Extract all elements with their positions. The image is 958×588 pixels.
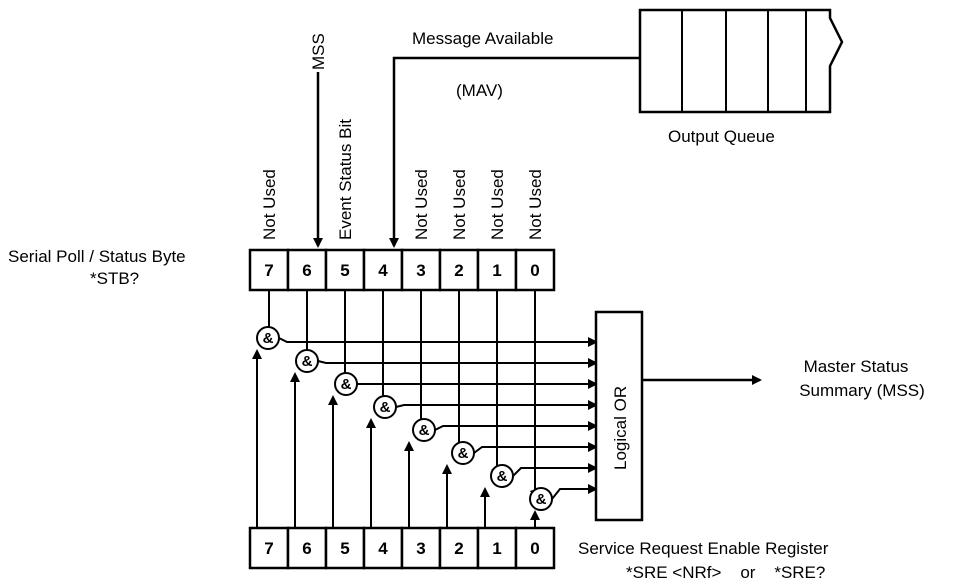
sre-label: Service Request Enable Register bbox=[578, 539, 829, 558]
and-symbol-2: & bbox=[458, 445, 469, 462]
status-wire-1 bbox=[491, 290, 502, 476]
status-wire-3 bbox=[415, 290, 425, 429]
status-bit-3: 3 bbox=[416, 261, 425, 280]
output-queue-label: Output Queue bbox=[668, 127, 775, 146]
status-bit-cell-0 bbox=[514, 248, 556, 292]
status-wire-5 bbox=[341, 290, 351, 383]
or-input-6 bbox=[317, 358, 598, 368]
and-symbol-4: & bbox=[380, 399, 391, 416]
enable-bit-cell-6 bbox=[286, 526, 328, 570]
and-gate-7 bbox=[256, 326, 280, 350]
or-input-3 bbox=[434, 421, 598, 431]
enable-bit-1: 1 bbox=[492, 539, 501, 558]
and-gate-1 bbox=[490, 464, 514, 488]
and-gate-2 bbox=[451, 441, 475, 465]
serial-poll-label: Serial Poll / Status Byte bbox=[8, 247, 186, 266]
status-bit-5: 5 bbox=[340, 261, 349, 280]
and-symbol-7: & bbox=[263, 330, 274, 347]
mss-top-label: MSS bbox=[309, 33, 328, 70]
column-label-2: Not Used bbox=[450, 169, 469, 240]
enable-bit-cell-7 bbox=[248, 526, 290, 570]
status-byte-register: 7 6 5 4 3 2 1 0 bbox=[248, 248, 556, 292]
enable-bit-7: 7 bbox=[264, 539, 273, 558]
or-input-4 bbox=[395, 400, 598, 410]
enable-bit-cell-4 bbox=[362, 526, 404, 570]
and-gate-3 bbox=[412, 418, 436, 442]
logical-or-label: Logical OR bbox=[611, 386, 630, 470]
status-bit-cell-2 bbox=[438, 248, 480, 292]
message-available-label: Message Available bbox=[412, 29, 553, 48]
column-label-7: Not Used bbox=[260, 169, 279, 240]
service-request-enable-register: 7 6 5 4 3 2 1 0 bbox=[248, 526, 556, 570]
status-wire-0 bbox=[529, 290, 541, 499]
or-input-7 bbox=[278, 337, 598, 347]
status-wire-6 bbox=[304, 290, 314, 361]
or-input-2 bbox=[473, 442, 598, 454]
enable-bit-3: 3 bbox=[416, 539, 425, 558]
sre-command-label: *SRE <NRf> or *SRE? bbox=[626, 563, 825, 582]
or-input-0 bbox=[551, 484, 598, 500]
status-bit-0: 0 bbox=[530, 261, 539, 280]
status-bit-7: 7 bbox=[264, 261, 273, 280]
enable-bit-2: 2 bbox=[454, 539, 463, 558]
enable-bit-cell-0 bbox=[514, 526, 556, 570]
column-label-0: Not Used bbox=[526, 169, 545, 240]
column-label-3: Not Used bbox=[412, 169, 431, 240]
and-gate-4 bbox=[373, 395, 397, 419]
and-gate-5 bbox=[334, 372, 358, 396]
and-symbol-0: & bbox=[536, 491, 547, 508]
enable-bit-0: 0 bbox=[530, 539, 539, 558]
status-bit-1: 1 bbox=[492, 261, 501, 280]
and-gate-0 bbox=[529, 487, 553, 511]
status-bit-2: 2 bbox=[454, 261, 463, 280]
enable-bit-5: 5 bbox=[340, 539, 349, 558]
output-queue bbox=[638, 8, 844, 114]
and-symbol-1: & bbox=[497, 468, 508, 485]
column-label-1: Not Used bbox=[488, 169, 507, 240]
status-bit-4: 4 bbox=[378, 261, 388, 280]
enable-bit-cell-5 bbox=[324, 526, 366, 570]
status-wire-7 bbox=[264, 290, 275, 338]
and-symbol-5: & bbox=[341, 376, 352, 393]
mav-label: (MAV) bbox=[456, 81, 503, 100]
enable-bit-cell-3 bbox=[400, 526, 442, 570]
and-gate-6 bbox=[295, 349, 319, 373]
enable-bit-6: 6 bbox=[302, 539, 311, 558]
enable-bit-4: 4 bbox=[378, 539, 388, 558]
mav-line bbox=[389, 56, 640, 248]
and-symbol-6: & bbox=[302, 353, 313, 370]
stb-query-label: *STB? bbox=[90, 269, 139, 288]
logical-or-box bbox=[594, 310, 644, 522]
status-bit-6: 6 bbox=[302, 261, 311, 280]
status-wire-2 bbox=[452, 290, 462, 453]
enable-bit-cell-2 bbox=[438, 526, 480, 570]
and-symbol-3: & bbox=[419, 422, 430, 439]
column-label-5: Event Status Bit bbox=[336, 119, 355, 240]
or-input-1 bbox=[512, 463, 598, 477]
status-bit-cell-3 bbox=[400, 248, 442, 292]
master-status-label: Master Status bbox=[804, 357, 909, 376]
master-status-summary-label: Summary (MSS) bbox=[799, 381, 925, 400]
